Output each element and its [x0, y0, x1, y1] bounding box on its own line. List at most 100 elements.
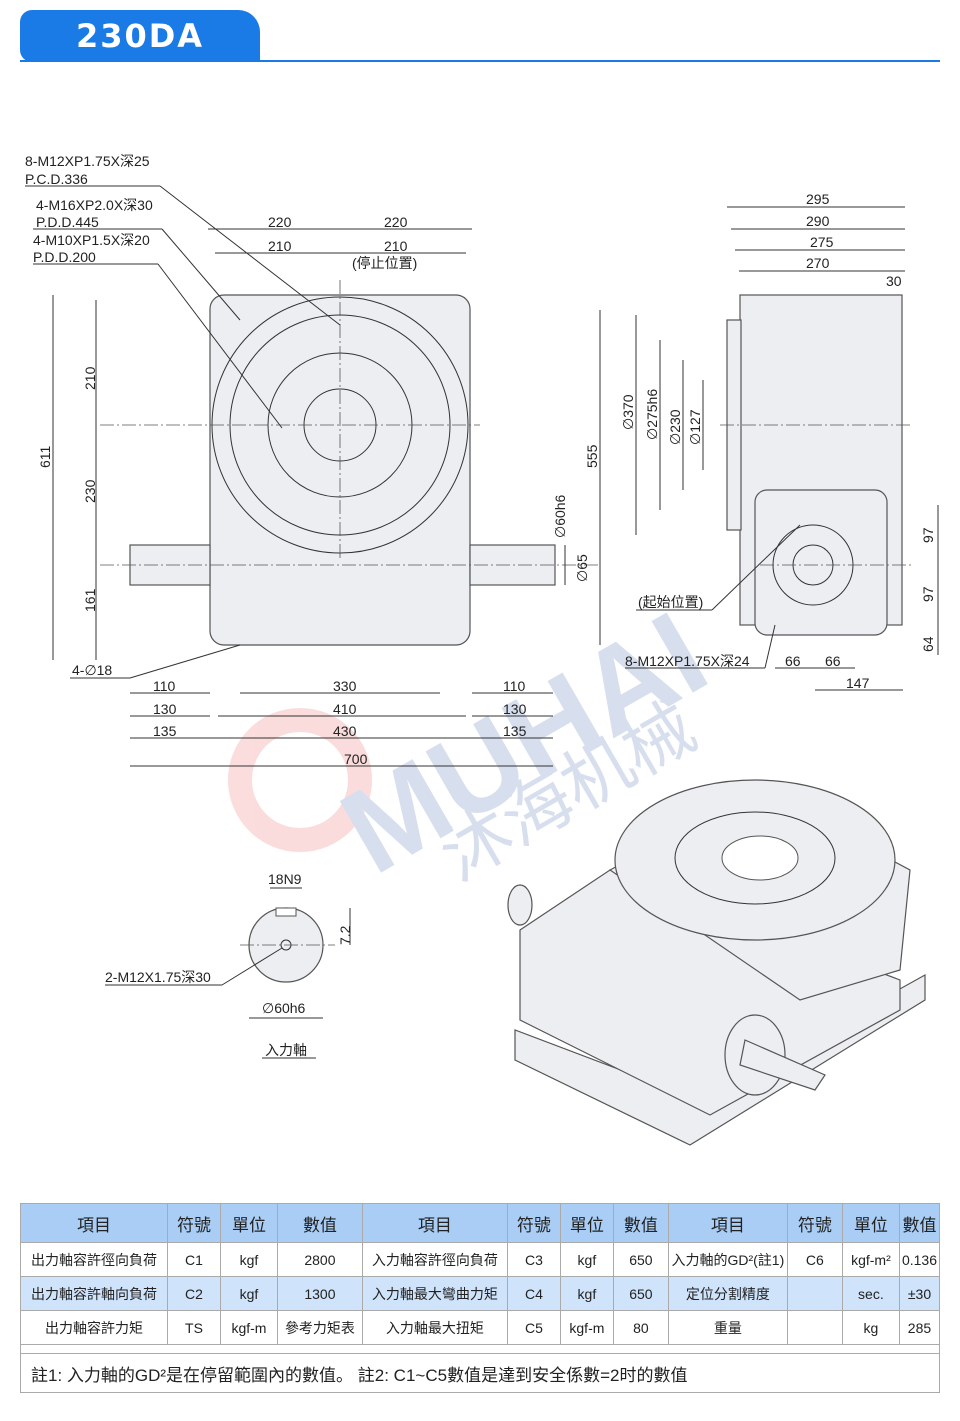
- col-header: 單位: [841, 1203, 900, 1243]
- spacer-row: [20, 1344, 940, 1354]
- cell: 入力軸最大扭矩: [361, 1310, 508, 1345]
- cell: 入力軸的GD²(註1): [667, 1242, 788, 1277]
- dim: 611: [37, 445, 53, 468]
- model-title: 230DA: [20, 10, 260, 62]
- dim: ∅370: [620, 394, 636, 430]
- dim: 210: [268, 238, 292, 254]
- cell: [786, 1310, 843, 1345]
- cell: 80: [612, 1310, 669, 1345]
- front-view: [25, 185, 601, 767]
- dim: 210: [384, 238, 408, 254]
- col-header: 數值: [612, 1203, 669, 1243]
- side-view: [625, 206, 939, 691]
- isometric-view: [507, 779, 926, 1146]
- dim: 295: [806, 191, 830, 207]
- dim: 30: [886, 273, 902, 289]
- callout-1a: 8-M12XP1.75X深25: [25, 153, 150, 169]
- cell: kgf: [219, 1276, 278, 1311]
- col-header: 單位: [219, 1203, 278, 1243]
- dim: 147: [846, 675, 870, 691]
- callout-2a: 4-M16XP2.0X深30: [36, 197, 153, 213]
- cell: 650: [612, 1276, 669, 1311]
- cell: 參考力矩表: [276, 1310, 363, 1345]
- col-header: 項目: [667, 1203, 788, 1243]
- cell: C1: [166, 1242, 221, 1277]
- header-rule: [20, 60, 940, 62]
- dim: 130: [503, 701, 527, 717]
- cell: kgf-m²: [841, 1242, 900, 1277]
- cell: kgf-m: [559, 1310, 614, 1345]
- cell: C6: [786, 1242, 843, 1277]
- cell: kgf: [559, 1276, 614, 1311]
- thread-label: 2-M12X1.75深30: [105, 969, 211, 985]
- dim: ∅127: [687, 409, 703, 445]
- shaft-title: 入力軸: [265, 1042, 307, 1058]
- cell: 出力軸容許徑向負荷: [20, 1242, 168, 1277]
- dim: ∅230: [667, 409, 683, 445]
- dim: 7.2: [337, 925, 353, 945]
- cell: [786, 1276, 843, 1311]
- dim: 97: [920, 586, 936, 602]
- cell: 出力軸容許軸向負荷: [20, 1276, 168, 1311]
- dim: 290: [806, 213, 830, 229]
- dim: 66: [785, 653, 801, 669]
- dim: ∅60h6: [262, 1000, 306, 1016]
- keyway-label: 18N9: [268, 871, 302, 887]
- cell: kg: [841, 1310, 900, 1345]
- hole-label: 4-∅18: [72, 662, 112, 678]
- cell: C5: [506, 1310, 561, 1345]
- dim: 110: [503, 678, 526, 694]
- dim: ∅65: [574, 554, 590, 582]
- col-header: 項目: [20, 1203, 168, 1243]
- dim: ∅60h6: [552, 494, 568, 538]
- dim: 270: [806, 255, 830, 271]
- cell: C3: [506, 1242, 561, 1277]
- cell: 出力軸容許力矩: [20, 1310, 168, 1345]
- dim: 700: [344, 751, 368, 767]
- col-header: 符號: [506, 1203, 561, 1243]
- dim: 555: [584, 444, 600, 468]
- dim: 135: [153, 723, 177, 739]
- cell: kgf-m: [219, 1310, 278, 1345]
- callout-3b: P.D.D.200: [33, 249, 96, 265]
- col-header: 數值: [898, 1203, 941, 1243]
- input-shaft-detail: [105, 887, 351, 1059]
- cell: TS: [166, 1310, 221, 1345]
- table-note: 註1: 入力軸的GD²是在停留範圍內的數值。 註2: C1~C5數值是達到安全係…: [20, 1353, 940, 1393]
- cell: 入力軸容許徑向負荷: [361, 1242, 508, 1277]
- dim: 135: [503, 723, 527, 739]
- dim: 110: [153, 678, 176, 694]
- dim: 430: [333, 723, 357, 739]
- dim: ∅275h6: [644, 389, 660, 440]
- col-header: 符號: [166, 1203, 221, 1243]
- cell: ±30: [898, 1276, 941, 1311]
- cell: kgf: [559, 1242, 614, 1277]
- callout-3a: 4-M10XP1.5X深20: [33, 232, 150, 248]
- start-position-label: (起始位置): [638, 594, 703, 610]
- callout-2b: P.D.D.445: [36, 214, 99, 230]
- table-header: 項目 符號 單位 數值 項目 符號 單位 數值 項目 符號 單位 數值: [20, 1203, 941, 1243]
- cell: kgf: [219, 1242, 278, 1277]
- dim: 210: [82, 366, 98, 390]
- cell: 定位分割精度: [667, 1276, 788, 1311]
- cell: sec.: [841, 1276, 900, 1311]
- cell: 入力軸最大彎曲力矩: [361, 1276, 508, 1311]
- dim: 220: [384, 214, 408, 230]
- cell: C2: [166, 1276, 221, 1311]
- cell: 650: [612, 1242, 669, 1277]
- dim: 130: [153, 701, 177, 717]
- technical-drawing: MUHAI 沐海机械 8-M12XP1.75X深25 P.C.D.336 4-M…: [25, 153, 939, 1146]
- dim: 97: [920, 527, 936, 543]
- spec-table: 項目 符號 單位 數值 項目 符號 單位 數值 項目 符號 單位 數值 出力軸容…: [20, 1203, 941, 1393]
- cell: 285: [898, 1310, 941, 1345]
- dim: 330: [333, 678, 357, 694]
- dim: 220: [268, 214, 292, 230]
- cell: 0.136: [898, 1242, 941, 1277]
- col-header: 數值: [276, 1203, 363, 1243]
- col-header: 符號: [786, 1203, 843, 1243]
- cell: 重量: [667, 1310, 788, 1345]
- dim: 410: [333, 701, 357, 717]
